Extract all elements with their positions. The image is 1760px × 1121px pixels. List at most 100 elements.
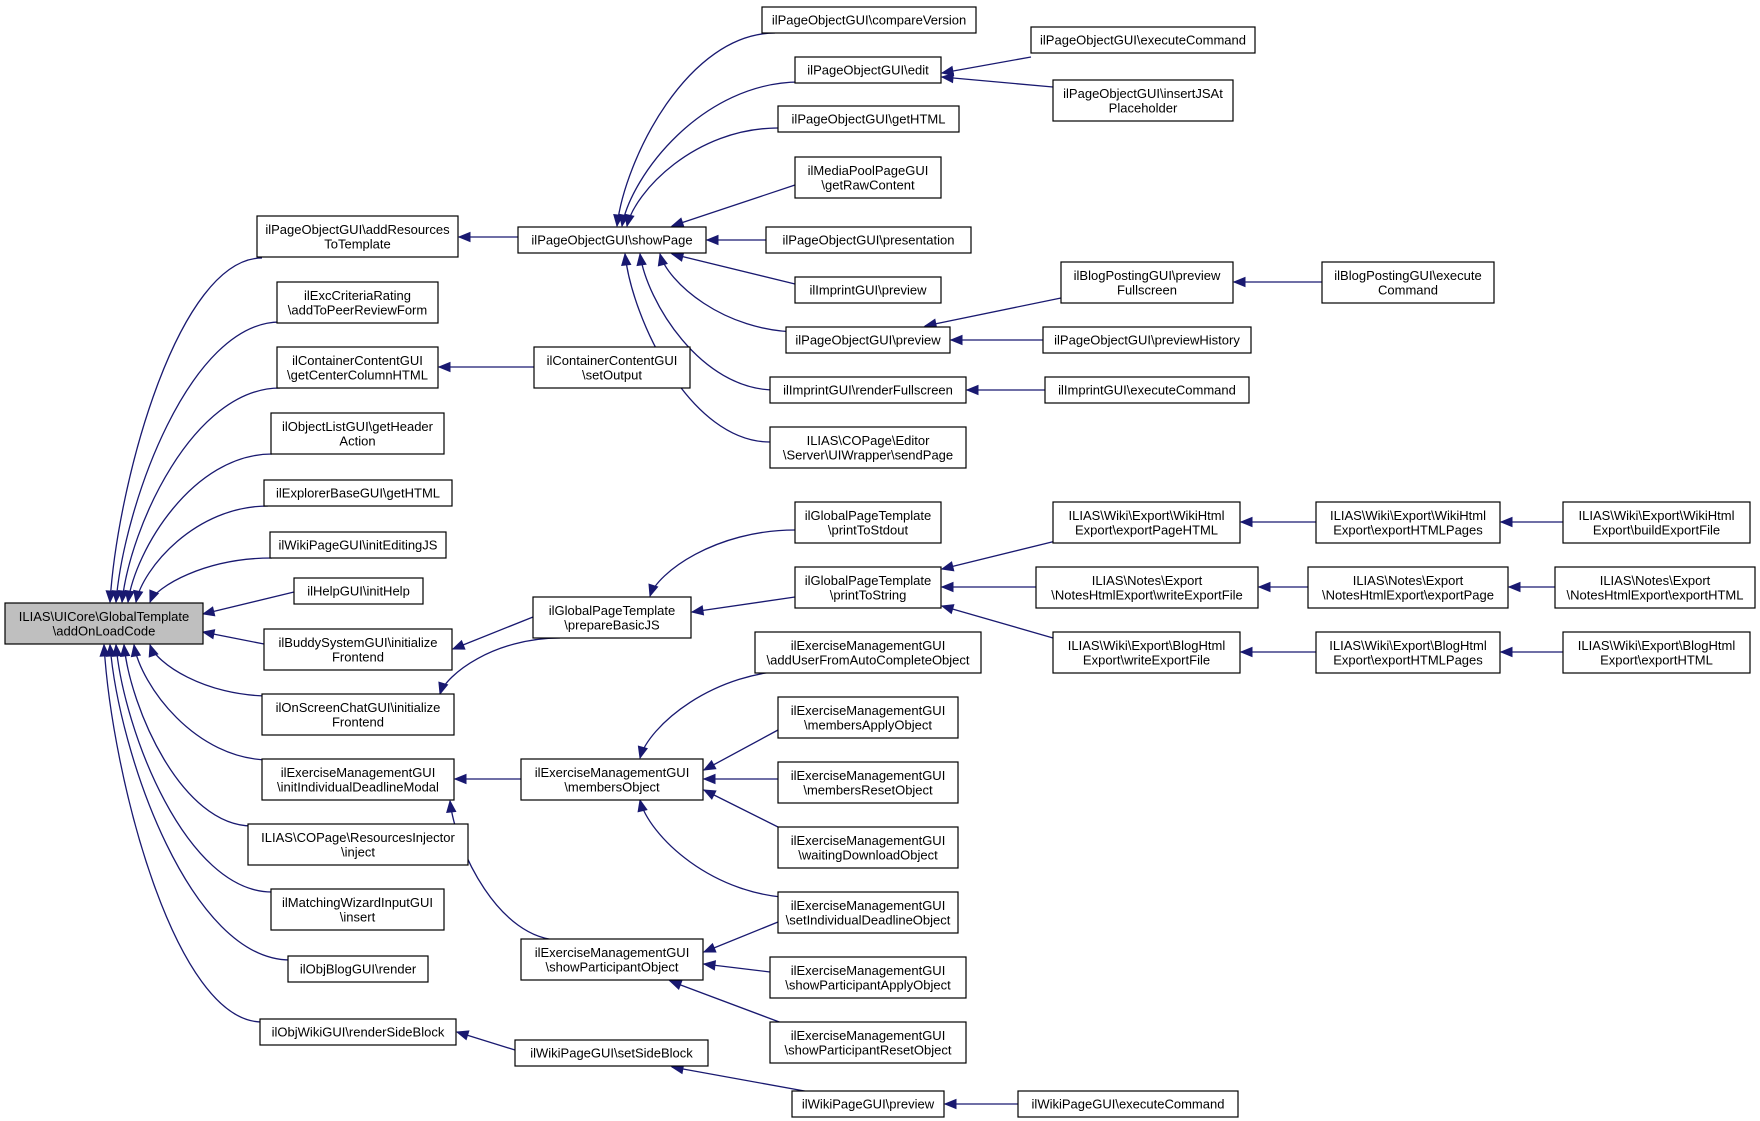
node-poPreview[interactable]: ilPageObjectGUI\preview xyxy=(785,326,951,354)
node-membersReset[interactable]: ilExerciseManagementGUI\membersResetObje… xyxy=(777,761,959,804)
node-root[interactable]: ILIAS\UICore\GlobalTemplate\addOnLoadCod… xyxy=(4,602,204,645)
node-box[interactable] xyxy=(293,577,424,605)
node-box[interactable] xyxy=(1052,501,1241,544)
node-imprintFull[interactable]: ilImprintGUI\renderFullscreen xyxy=(769,376,967,404)
node-box[interactable] xyxy=(794,276,942,304)
node-wikiSide[interactable]: ilObjWikiGUI\renderSideBlock xyxy=(259,1018,457,1046)
node-box[interactable] xyxy=(769,426,967,469)
node-box[interactable] xyxy=(517,226,707,254)
node-help[interactable]: ilHelpGUI\initHelp xyxy=(293,577,424,605)
node-matching[interactable]: ilMatchingWizardInputGUI\insert xyxy=(270,888,445,931)
node-imprintExec[interactable]: ilImprintGUI\executeCommand xyxy=(1044,376,1250,404)
node-box[interactable] xyxy=(1321,261,1495,304)
node-showPartReset[interactable]: ilExerciseManagementGUI\showParticipantR… xyxy=(769,1021,967,1064)
node-box[interactable] xyxy=(769,1021,967,1064)
node-box[interactable] xyxy=(514,1039,709,1067)
node-box[interactable] xyxy=(1035,566,1259,609)
node-box[interactable] xyxy=(794,501,942,544)
node-box[interactable] xyxy=(1562,501,1751,544)
node-box[interactable] xyxy=(1030,26,1256,54)
node-printStdout[interactable]: ilGlobalPageTemplate\printToStdout xyxy=(794,501,942,544)
node-box[interactable] xyxy=(1017,1090,1239,1118)
node-blogWrite[interactable]: ILIAS\Wiki\Export\BlogHtmlExport\writeEx… xyxy=(1052,631,1241,674)
node-box[interactable] xyxy=(1315,631,1501,674)
node-box[interactable] xyxy=(777,105,960,133)
root-node-box[interactable] xyxy=(4,602,204,645)
node-blogPostExec[interactable]: ilBlogPostingGUI\executeCommand xyxy=(1321,261,1495,304)
node-notesExpHTML[interactable]: ILIAS\Notes\Export\NotesHtmlExport\expor… xyxy=(1554,566,1756,609)
node-notesWrite[interactable]: ILIAS\Notes\Export\NotesHtmlExport\write… xyxy=(1035,566,1259,609)
node-box[interactable] xyxy=(791,1090,945,1118)
node-box[interactable] xyxy=(1562,631,1751,674)
node-waitingDl[interactable]: ilExerciseManagementGUI\waitingDownloadO… xyxy=(777,826,959,869)
node-box[interactable] xyxy=(777,826,959,869)
node-excCrit[interactable]: ilExcCriteriaRating\addToPeerReviewForm xyxy=(276,281,439,324)
node-poGetHTML[interactable]: ilPageObjectGUI\getHTML xyxy=(777,105,960,133)
node-box[interactable] xyxy=(769,376,967,404)
node-box[interactable] xyxy=(1060,261,1234,304)
node-wikiBuild[interactable]: ILIAS\Wiki\Export\WikiHtmlExport\buildEx… xyxy=(1562,501,1751,544)
node-box[interactable] xyxy=(1554,566,1756,609)
node-setIndDl[interactable]: ilExerciseManagementGUI\setIndividualDea… xyxy=(777,891,959,934)
node-box[interactable] xyxy=(256,215,459,258)
node-addUser[interactable]: ilExerciseManagementGUI\addUserFromAutoC… xyxy=(754,631,982,674)
node-showPartApply[interactable]: ilExerciseManagementGUI\showParticipantA… xyxy=(769,956,967,999)
node-wikiExpPage[interactable]: ILIAS\Wiki\Export\WikiHtmlExport\exportP… xyxy=(1052,501,1241,544)
node-explorer[interactable]: ilExplorerBaseGUI\getHTML xyxy=(263,479,453,507)
node-box[interactable] xyxy=(785,326,951,354)
node-box[interactable] xyxy=(1042,326,1252,354)
node-blogExpHTML[interactable]: ILIAS\Wiki\Export\BlogHtmlExport\exportH… xyxy=(1562,631,1751,674)
node-box[interactable] xyxy=(1044,376,1250,404)
node-box[interactable] xyxy=(765,226,972,254)
node-box[interactable] xyxy=(261,758,455,801)
node-box[interactable] xyxy=(270,412,445,455)
node-blogExpPages[interactable]: ILIAS\Wiki\Export\BlogHtmlExport\exportH… xyxy=(1315,631,1501,674)
node-box[interactable] xyxy=(259,1018,457,1046)
node-containerSet[interactable]: ilContainerContentGUI\setOutput xyxy=(533,346,691,389)
node-showPart[interactable]: ilExerciseManagementGUI\showParticipantO… xyxy=(520,938,704,981)
node-prepareJS[interactable]: ilGlobalPageTemplate\prepareBasicJS xyxy=(532,596,692,639)
node-box[interactable] xyxy=(777,696,959,739)
node-box[interactable] xyxy=(287,955,429,983)
node-box[interactable] xyxy=(520,938,704,981)
node-box[interactable] xyxy=(754,631,982,674)
node-box[interactable] xyxy=(261,693,455,736)
node-box[interactable] xyxy=(794,566,942,609)
node-box[interactable] xyxy=(794,156,942,199)
node-box[interactable] xyxy=(269,531,447,559)
node-printString[interactable]: ilGlobalPageTemplate\printToString xyxy=(794,566,942,609)
node-box[interactable] xyxy=(761,6,977,34)
node-wikiPreview[interactable]: ilWikiPageGUI\preview xyxy=(791,1090,945,1118)
node-box[interactable] xyxy=(276,346,439,389)
node-box[interactable] xyxy=(777,891,959,934)
node-wikiInit[interactable]: ilWikiPageGUI\initEditingJS xyxy=(269,531,447,559)
node-setSide[interactable]: ilWikiPageGUI\setSideBlock xyxy=(514,1039,709,1067)
node-membersObj[interactable]: ilExerciseManagementGUI\membersObject xyxy=(520,758,704,801)
node-showPage[interactable]: ilPageObjectGUI\showPage xyxy=(517,226,707,254)
node-box[interactable] xyxy=(270,888,445,931)
node-imprintPrev[interactable]: ilImprintGUI\preview xyxy=(794,276,942,304)
node-wikiExpPages[interactable]: ILIAS\Wiki\Export\WikiHtmlExport\exportH… xyxy=(1315,501,1501,544)
node-box[interactable] xyxy=(1052,79,1234,122)
node-uiWrapper[interactable]: ILIAS\COPage\Editor\Server\UIWrapper\sen… xyxy=(769,426,967,469)
node-box[interactable] xyxy=(276,281,439,324)
node-box[interactable] xyxy=(520,758,704,801)
node-mediaPool[interactable]: ilMediaPoolPageGUI\getRawContent xyxy=(794,156,942,199)
node-box[interactable] xyxy=(1307,566,1509,609)
node-compareVer[interactable]: ilPageObjectGUI\compareVersion xyxy=(761,6,977,34)
node-box[interactable] xyxy=(263,479,453,507)
node-exInitInd[interactable]: ilExerciseManagementGUI\initIndividualDe… xyxy=(261,758,455,801)
node-box[interactable] xyxy=(794,56,942,84)
node-poPresent[interactable]: ilPageObjectGUI\presentation xyxy=(765,226,972,254)
node-poPrevHist[interactable]: ilPageObjectGUI\previewHistory xyxy=(1042,326,1252,354)
node-box[interactable] xyxy=(532,596,692,639)
node-box[interactable] xyxy=(769,956,967,999)
node-box[interactable] xyxy=(533,346,691,389)
node-box[interactable] xyxy=(1315,501,1501,544)
node-poEdit[interactable]: ilPageObjectGUI\edit xyxy=(794,56,942,84)
node-notesExpPage[interactable]: ILIAS\Notes\Export\NotesHtmlExport\expor… xyxy=(1307,566,1509,609)
node-blogRender[interactable]: ilObjBlogGUI\render xyxy=(287,955,429,983)
